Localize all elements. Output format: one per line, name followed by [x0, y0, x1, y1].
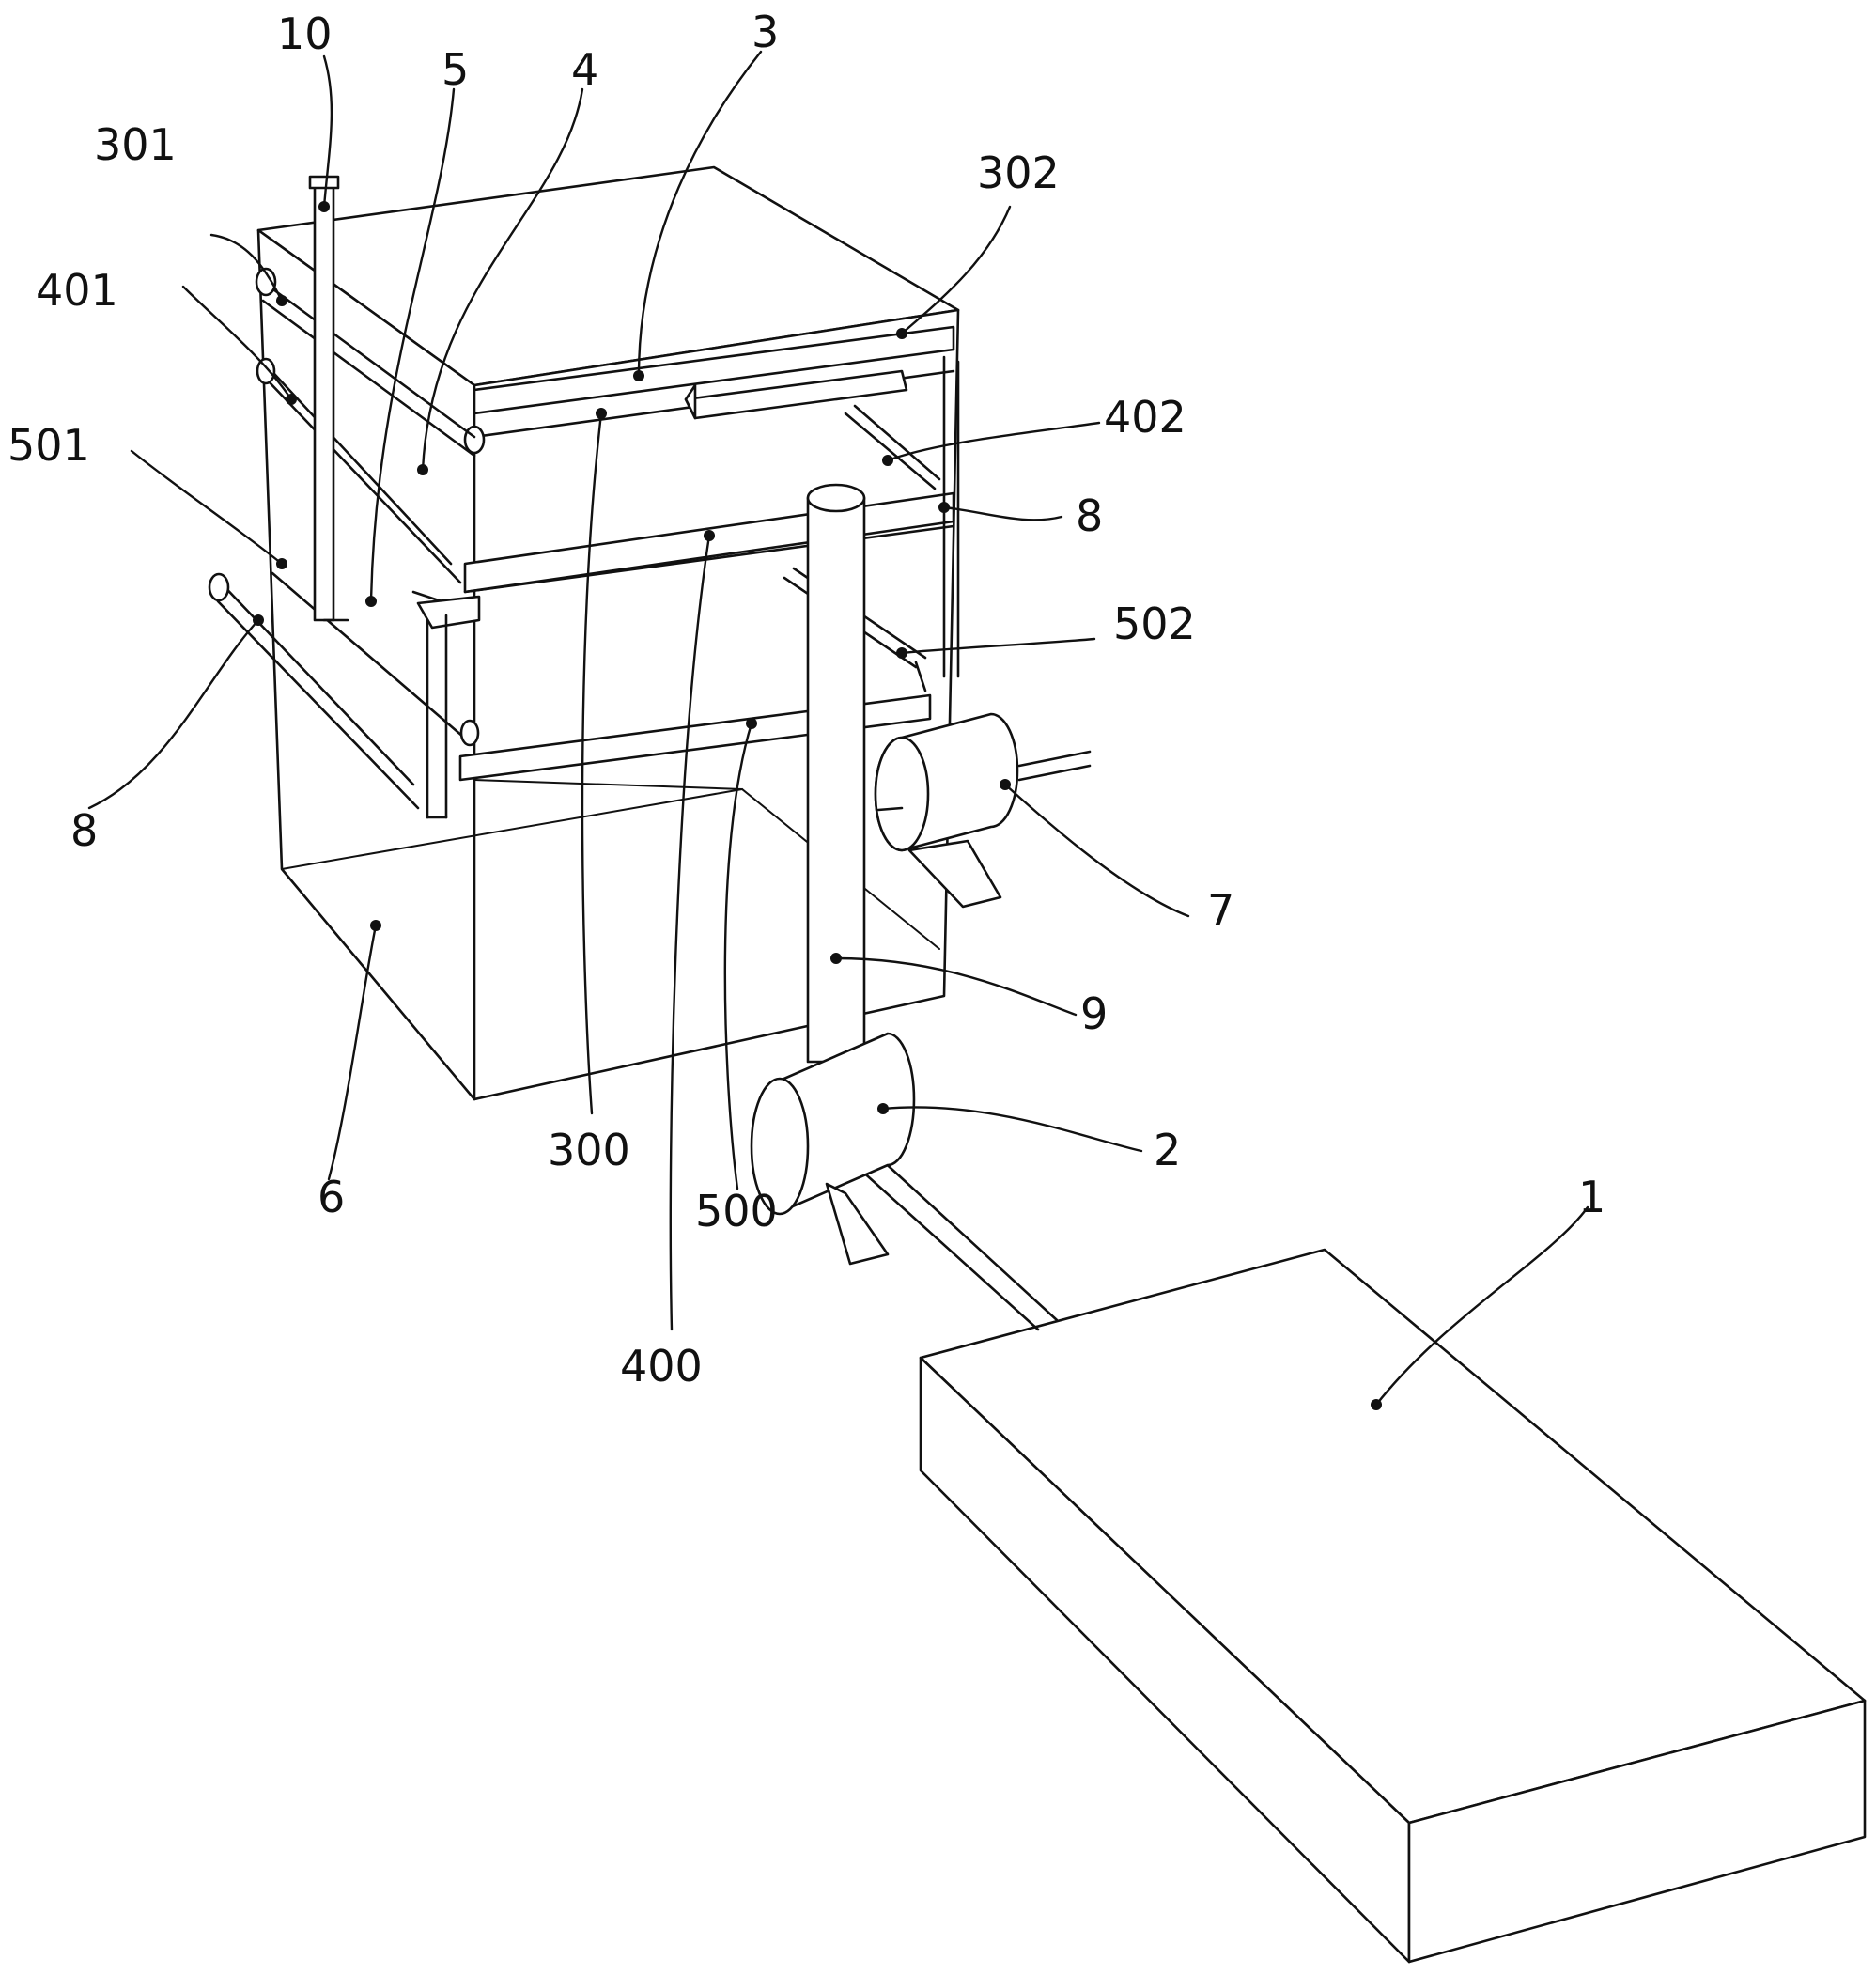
part-10-rod — [308, 175, 349, 622]
part-7-motor — [874, 712, 1092, 909]
label-301: 301 — [94, 119, 177, 170]
label-8-left: 8 — [70, 805, 98, 856]
label-3: 3 — [752, 7, 779, 57]
part-9-column — [806, 483, 866, 1064]
label-4: 4 — [571, 44, 598, 95]
reference-labels: 10 5 4 3 301 302 401 402 501 502 8 8 7 9… — [8, 7, 1605, 1392]
drive-shaft — [848, 1146, 1059, 1331]
part-2-motor — [750, 1032, 916, 1266]
label-300: 300 — [548, 1125, 630, 1175]
label-10: 10 — [277, 8, 333, 59]
part-1-block — [919, 1248, 1867, 1964]
label-400: 400 — [620, 1341, 703, 1392]
leader-lines — [87, 50, 1589, 1410]
label-6: 6 — [318, 1172, 345, 1222]
label-500: 500 — [695, 1186, 778, 1236]
label-1: 1 — [1578, 1172, 1605, 1222]
label-501: 501 — [8, 420, 90, 471]
label-402: 402 — [1104, 392, 1186, 443]
label-8-upper: 8 — [1076, 490, 1103, 541]
label-2: 2 — [1154, 1125, 1181, 1175]
label-302: 302 — [977, 148, 1060, 198]
label-9: 9 — [1080, 988, 1108, 1039]
label-5: 5 — [442, 44, 469, 95]
label-401: 401 — [36, 265, 118, 316]
label-502: 502 — [1113, 599, 1196, 649]
label-7: 7 — [1207, 885, 1234, 936]
